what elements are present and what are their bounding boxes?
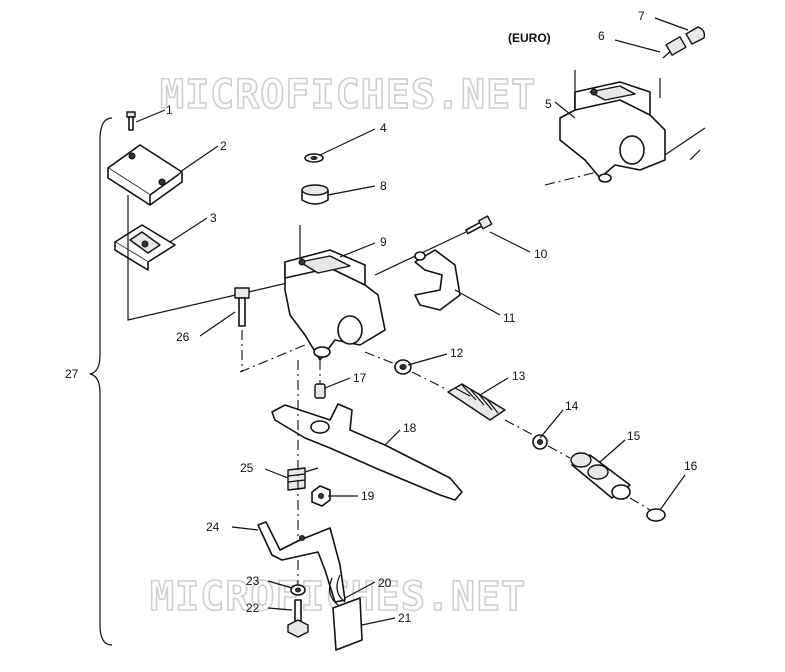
part-25-spring bbox=[287, 467, 319, 491]
callout-1: 1 bbox=[166, 103, 173, 117]
part-11-clamp bbox=[414, 249, 461, 311]
euro-label: (EURO) bbox=[508, 31, 551, 45]
callout-11: 11 bbox=[503, 311, 516, 325]
euro-master-cylinder bbox=[544, 70, 706, 186]
part-21-switch bbox=[332, 597, 363, 651]
part-12-washer bbox=[364, 351, 449, 391]
callout-14: 14 bbox=[565, 399, 579, 413]
part-9-master-cylinder-body bbox=[239, 249, 386, 373]
part-19-nut bbox=[311, 485, 331, 507]
part-22-screw bbox=[287, 599, 309, 638]
group-bracket bbox=[89, 117, 113, 646]
part-2-cover bbox=[107, 144, 183, 206]
callout-4: 4 bbox=[380, 121, 387, 135]
part-4-washer bbox=[304, 153, 324, 163]
callout-19: 19 bbox=[361, 489, 375, 503]
callout-24: 24 bbox=[206, 520, 220, 534]
callout-3: 3 bbox=[210, 211, 217, 225]
part-17-bushing bbox=[314, 360, 326, 399]
part-16-ring bbox=[646, 508, 666, 522]
callout-22: 22 bbox=[246, 601, 260, 615]
callout-9: 9 bbox=[380, 235, 387, 249]
callout-20: 20 bbox=[378, 576, 392, 590]
callout-8: 8 bbox=[380, 179, 387, 193]
callout-21: 21 bbox=[398, 611, 412, 625]
part-23-washer bbox=[290, 584, 306, 596]
watermark-top: MICROFICHES.NET bbox=[160, 72, 536, 118]
callout-2: 2 bbox=[220, 139, 227, 153]
callout-13: 13 bbox=[512, 369, 526, 383]
part-13-spring bbox=[447, 383, 536, 437]
part-15-piston bbox=[570, 452, 651, 511]
callout-18: 18 bbox=[403, 421, 417, 435]
callout-26: 26 bbox=[176, 330, 190, 344]
part-18-lever bbox=[271, 403, 463, 501]
part-1-screw bbox=[126, 111, 136, 131]
callout-27: 27 bbox=[65, 367, 79, 381]
callout-16: 16 bbox=[684, 459, 698, 473]
part-20-wire bbox=[328, 574, 346, 606]
part-3-diaphragm bbox=[114, 224, 176, 271]
callout-25: 25 bbox=[240, 461, 254, 475]
part-7-cap bbox=[685, 26, 706, 45]
callout-15: 15 bbox=[627, 429, 641, 443]
part-8-bushing bbox=[301, 184, 329, 205]
callout-7: 7 bbox=[638, 9, 645, 23]
part-26-bolt bbox=[234, 287, 250, 372]
callout-5: 5 bbox=[545, 97, 552, 111]
part-14-washer bbox=[532, 434, 571, 459]
part-24-bracket bbox=[257, 521, 346, 603]
callout-leaders bbox=[135, 17, 689, 626]
callout-12: 12 bbox=[450, 346, 464, 360]
callout-23: 23 bbox=[246, 574, 260, 588]
callout-10: 10 bbox=[534, 247, 548, 261]
callout-17: 17 bbox=[353, 371, 367, 385]
part-6-fitting bbox=[662, 36, 687, 59]
callout-6: 6 bbox=[598, 29, 605, 43]
